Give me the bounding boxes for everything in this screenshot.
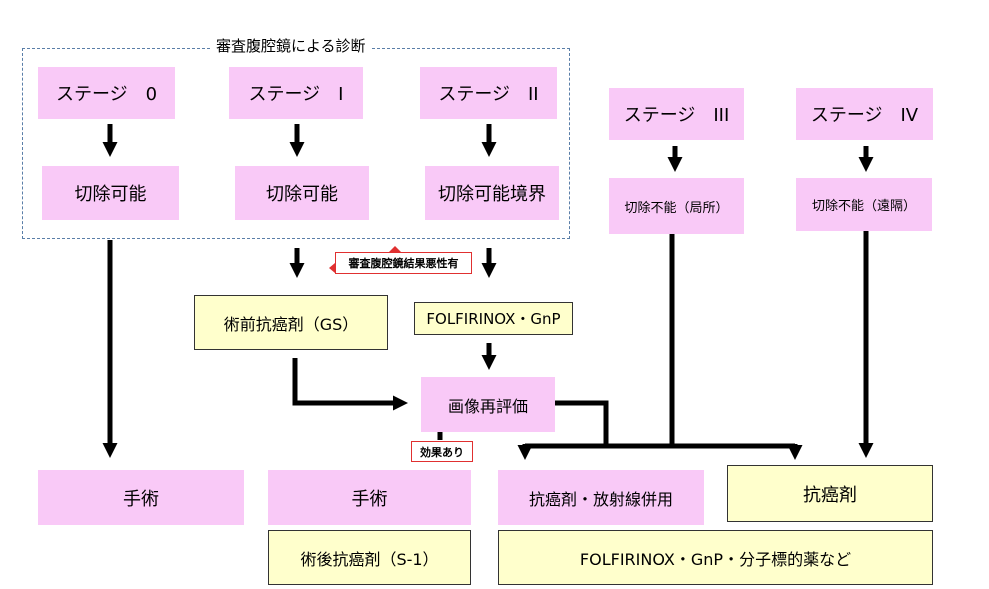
folfirinox-gnp-box: FOLFIRINOX・GnP bbox=[414, 302, 573, 335]
tag-pointer bbox=[389, 246, 401, 252]
stage-1-box: ステージ I bbox=[229, 67, 363, 119]
laparoscopy-malignant-tag: 審査腹腔鏡結果悪性有 bbox=[335, 252, 472, 274]
stage-2-box: ステージ II bbox=[420, 67, 557, 119]
image-reassessment-box: 画像再評価 bbox=[421, 377, 555, 432]
chemoradiation-box: 抗癌剤・放射線併用 bbox=[498, 470, 704, 525]
group-title: 審査腹腔鏡による診断 bbox=[210, 35, 372, 56]
effective-tag: 効果あり bbox=[411, 441, 473, 462]
unresectable-local-box: 切除不能（局所） bbox=[609, 178, 744, 234]
stage-0-box: ステージ 0 bbox=[38, 67, 175, 119]
path-neoadjuvant-reassess bbox=[292, 358, 409, 411]
path-reassess-right bbox=[555, 400, 609, 444]
neoadjuvant-chemo-box: 術前抗癌剤（GS） bbox=[194, 295, 388, 350]
surgery-left-box: 手術 bbox=[38, 470, 244, 525]
chemo-detail-box: FOLFIRINOX・GnP・分子標的薬など bbox=[498, 530, 933, 585]
stage-3-box: ステージ III bbox=[609, 88, 744, 140]
adjuvant-chemo-box: 術後抗癌剤（S-1） bbox=[268, 530, 471, 585]
tag-pointer-left bbox=[329, 263, 335, 273]
resectable-1-box: 切除可能 bbox=[235, 166, 369, 220]
borderline-resectable-box: 切除可能境界 bbox=[425, 166, 559, 220]
resectable-0-box: 切除可能 bbox=[42, 166, 179, 220]
unresectable-distant-box: 切除不能（遠隔） bbox=[796, 178, 932, 231]
stage-4-box: ステージ IV bbox=[796, 88, 933, 140]
surgery-mid-box: 手術 bbox=[268, 470, 471, 525]
chemo-box: 抗癌剤 bbox=[727, 465, 933, 522]
